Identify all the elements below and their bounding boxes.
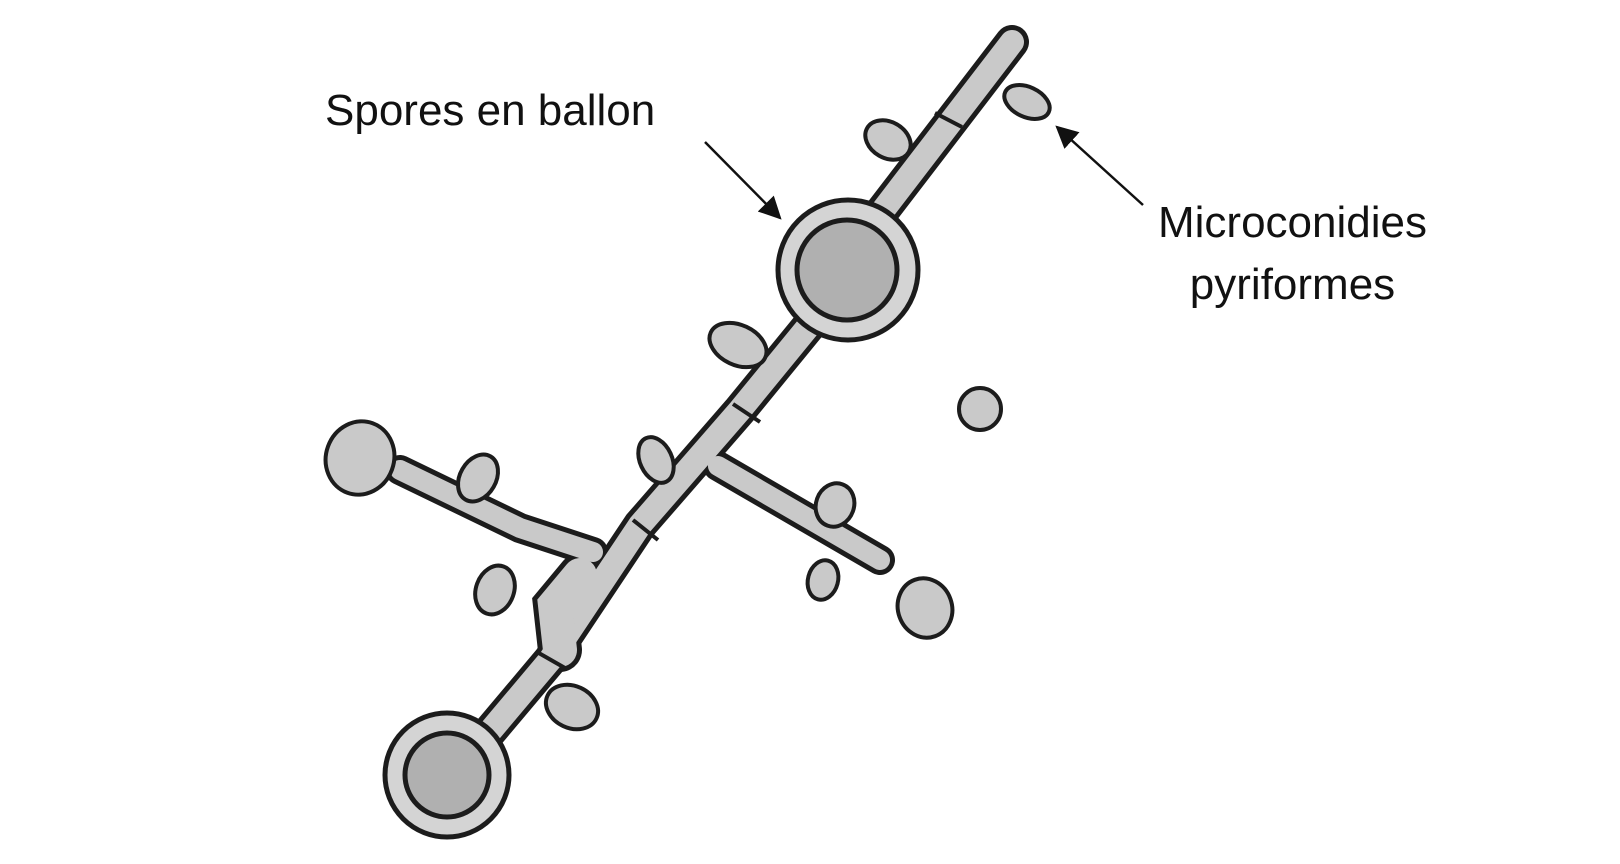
microconidium <box>473 563 517 617</box>
balloon-spore-lower <box>382 710 512 840</box>
microconidium <box>863 118 913 162</box>
microconidium <box>456 452 500 504</box>
microconidium <box>707 320 769 370</box>
microconidia <box>323 83 1052 732</box>
right-branch <box>708 456 890 570</box>
left-branch <box>390 460 603 562</box>
septum <box>934 111 963 129</box>
balloon-spore-upper <box>775 197 921 343</box>
lower-stub <box>537 558 597 667</box>
microconidium <box>805 558 841 602</box>
label-micro-line1: Microconidies <box>1158 198 1427 247</box>
microconidium <box>636 435 676 485</box>
septum <box>536 650 566 670</box>
microconidium <box>543 682 601 732</box>
septum <box>631 518 660 542</box>
microconidium <box>323 419 397 497</box>
hyphae-fill <box>390 30 1024 767</box>
label-microconidies-pyriformes: Microconidies pyriformes <box>1158 192 1427 315</box>
microconidium <box>895 576 955 640</box>
septum <box>731 402 762 424</box>
label-arrows <box>704 125 1144 220</box>
microconidium <box>1002 83 1052 121</box>
arrow-to-balloon-spore <box>704 141 782 220</box>
microconidium <box>957 386 1003 432</box>
arrow-to-microconidium <box>1055 125 1144 206</box>
label-spores-en-ballon: Spores en ballon <box>325 86 656 135</box>
microconidium <box>813 481 857 529</box>
label-micro-line2: pyriformes <box>1189 259 1396 309</box>
